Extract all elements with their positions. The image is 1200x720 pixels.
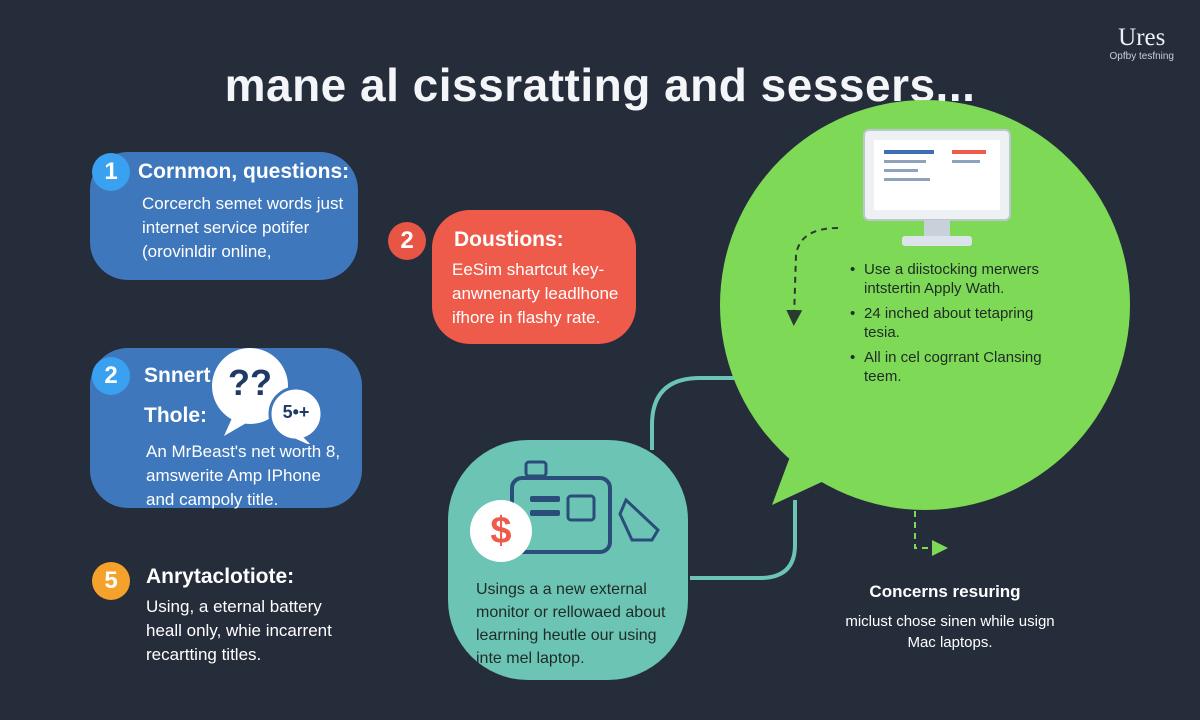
card-common-questions bbox=[90, 152, 358, 280]
card-doustions-body: EeSim shartcut key- anwnenarty leadlhone… bbox=[452, 260, 619, 327]
question-bubbles-icon bbox=[212, 348, 324, 444]
concerns-body: miclust chose sinen while usign Mac lapt… bbox=[845, 613, 1055, 651]
connector-teal-lower bbox=[690, 500, 797, 580]
card-doustions bbox=[432, 210, 636, 344]
card-snnert-body: An MrBeast's net worth 8, amswerite Amp … bbox=[146, 442, 341, 509]
connector-teal-upper bbox=[650, 376, 745, 450]
green-bubble-item: All in cel cogrrant Clansing teem. bbox=[850, 348, 1060, 386]
question-marks-text: ?? bbox=[228, 362, 272, 403]
card-teal-body: Usings a a new external monitor or rello… bbox=[476, 581, 666, 667]
green-bubble-item: Use a diistocking merwers intstertin App… bbox=[850, 260, 1060, 298]
concerns-heading: Concerns resuring bbox=[869, 582, 1021, 601]
step-badge-1: 1 bbox=[92, 153, 130, 191]
card-anry-body: Using, a eternal battery heall only, whi… bbox=[146, 597, 332, 664]
green-bubble-list: Use a diistocking merwers intstertin App… bbox=[850, 260, 1060, 392]
small-bubble-text: 5•+ bbox=[282, 402, 310, 422]
page-title: mane al cissratting and sessers... bbox=[224, 59, 976, 111]
monitor-icon bbox=[863, 129, 1011, 246]
logo-wordmark: Ures bbox=[1118, 24, 1166, 51]
card-snnert-heading-line1: Snnert bbox=[144, 364, 211, 387]
logo-tagline: Opfby tesfning bbox=[1109, 51, 1174, 62]
card-common-heading: Cornmon, questions: bbox=[138, 160, 350, 183]
brand-logo: Ures Opfby tesfning bbox=[1109, 24, 1174, 62]
dashed-arrow-below bbox=[914, 500, 948, 556]
green-bubble-item: 24 inched about tetapring tesia. bbox=[850, 304, 1060, 342]
step-badge-2: 2 bbox=[388, 222, 426, 260]
step-badge-3: 2 bbox=[92, 357, 130, 395]
card-snnert-heading-line2: Thole: bbox=[144, 404, 207, 427]
card-anry-heading: Anrytaclotiote: bbox=[146, 565, 295, 588]
card-doustions-heading: Doustions: bbox=[454, 228, 564, 251]
dollar-icon: $ bbox=[470, 500, 532, 562]
step-badge-5: 5 bbox=[92, 562, 130, 600]
dashed-arrow-inside bbox=[786, 227, 839, 326]
monitor-card-icon bbox=[510, 460, 660, 554]
card-common-body: Corcerch semet words just internet servi… bbox=[142, 194, 344, 261]
